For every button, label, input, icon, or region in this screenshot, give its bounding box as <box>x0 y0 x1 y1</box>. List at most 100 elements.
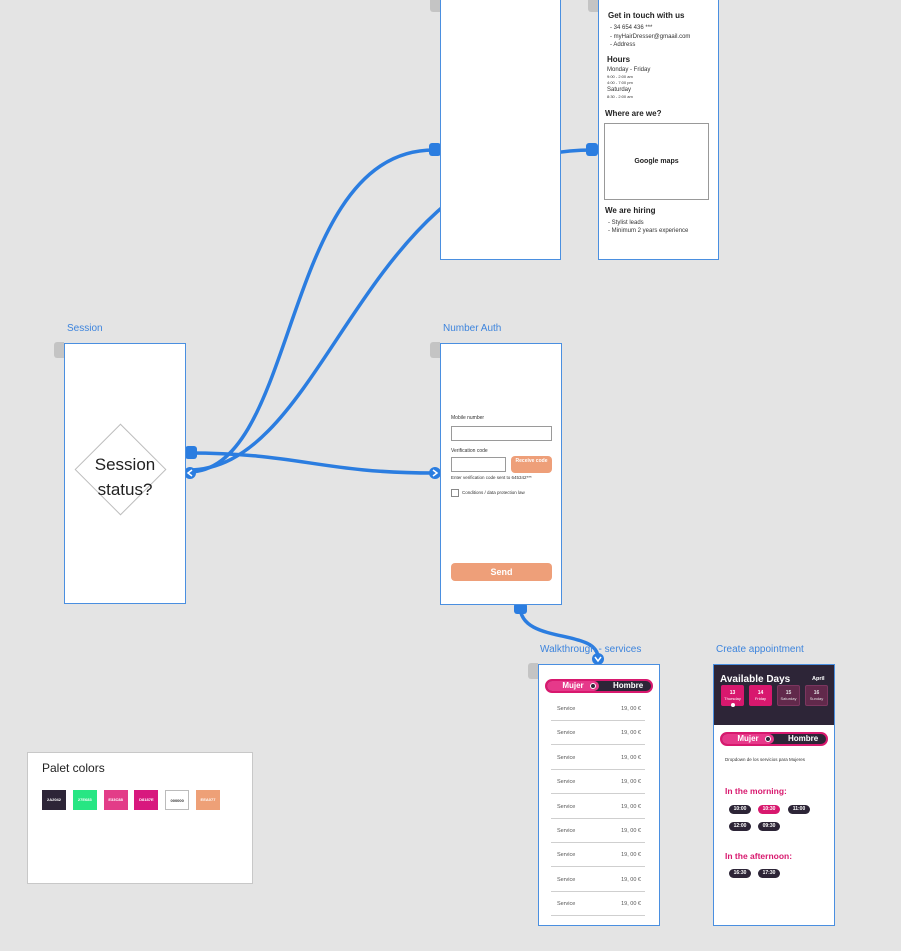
time-slot-chip[interactable]: 10:00 <box>729 805 751 814</box>
board-top-partial[interactable] <box>440 0 561 260</box>
service-name: Service <box>557 901 576 908</box>
service-row[interactable]: Service 19, 00 € <box>551 769 645 795</box>
toggle-on-label: Mujer <box>737 734 759 743</box>
board-tab <box>588 0 598 12</box>
day-number: 14 <box>757 690 764 696</box>
color-swatch[interactable]: 27E683 <box>72 790 97 810</box>
hiring-title: We are hiring <box>605 206 656 215</box>
verification-label: Verification code <box>451 448 488 454</box>
service-price: 19, 00 € <box>621 779 641 786</box>
contact-phone: - 34 654 436 *** <box>610 25 653 31</box>
toggle-on-label: Mujer <box>562 681 584 690</box>
conditions-label: Conditions / data protection law <box>462 490 525 495</box>
wire-session-to-number-auth <box>187 451 435 475</box>
color-swatch[interactable]: D8187E <box>134 790 159 810</box>
wire-handle <box>429 143 441 156</box>
service-name: Service <box>557 876 576 883</box>
service-row[interactable]: Service 19, 00 € <box>551 794 645 819</box>
service-price: 19, 00 € <box>621 706 641 712</box>
decision-label: Session status? <box>94 455 156 499</box>
verification-code-input[interactable] <box>451 457 506 472</box>
board-tab <box>528 663 538 679</box>
service-row[interactable]: Service 19, 00 € <box>551 842 645 868</box>
board-tab <box>54 342 64 358</box>
service-price: 19, 00 € <box>621 852 641 859</box>
time-slot-chip[interactable]: 11:00 <box>788 805 810 814</box>
toggle-option-hombre[interactable]: Hombre <box>613 681 643 691</box>
gender-toggle[interactable]: Mujer Hombre <box>720 732 828 746</box>
toggle-option-mujer[interactable]: Mujer <box>547 681 599 691</box>
mobile-label: Mobile number <box>451 415 485 421</box>
toggle-option-hombre[interactable]: Hombre <box>788 734 818 744</box>
month-label: April <box>812 676 825 682</box>
time-slot-chip[interactable]: 09:30 <box>758 822 780 831</box>
day-name: Saturday <box>780 696 797 701</box>
board-walkthrough[interactable]: Mujer Hombre Service 19, 00 € Service 19, 0… <box>538 664 660 926</box>
service-name: Service <box>557 852 576 859</box>
board-label-walkthrough: Walkthrough - services <box>540 644 642 655</box>
board-contact[interactable]: Get in touch with us - 34 654 436 *** - … <box>598 0 719 260</box>
color-swatch[interactable]: 000000 <box>165 790 190 810</box>
conditions-checkbox[interactable] <box>451 489 459 497</box>
service-price: 19, 00 € <box>621 901 641 908</box>
hiring-item: - Minimum 2 years experience <box>608 228 689 234</box>
board-tab <box>430 342 440 358</box>
palette-panel[interactable]: Palet colors <box>27 752 253 884</box>
wire-handle <box>514 603 527 614</box>
board-tab <box>430 0 440 12</box>
hours-weekday-morning: 9:00 - 2:00 am <box>607 74 633 79</box>
where-title: Where are we? <box>605 109 662 118</box>
hours-saturday: Saturday <box>607 87 632 93</box>
toggle-off-label: Hombre <box>788 734 819 743</box>
board-session[interactable]: Session status? <box>64 343 186 604</box>
service-name: Service <box>557 803 576 810</box>
contact-title: Get in touch with us <box>608 11 685 20</box>
contact-address: - Address <box>610 42 636 48</box>
send-button[interactable]: Send <box>451 563 552 581</box>
receive-code-button[interactable]: Receive code <box>511 456 552 473</box>
map-placeholder[interactable]: Google maps <box>604 123 709 200</box>
time-slot-chip[interactable]: 10:30 <box>758 805 780 814</box>
service-row[interactable]: Service 19, 00 € <box>551 891 645 917</box>
service-name: Service <box>557 779 576 786</box>
toggle-knob <box>590 683 596 689</box>
send-label: Send <box>490 567 513 577</box>
services-dropdown[interactable]: Dropdown de los servicios para Mujeres <box>725 757 806 762</box>
color-swatch[interactable]: 2A2042 <box>42 790 66 810</box>
day-name: Friday <box>754 696 767 701</box>
palette-title: Palet colors <box>42 761 105 775</box>
service-price: 19, 00 € <box>621 730 641 737</box>
mobile-number-input[interactable] <box>451 426 552 441</box>
service-price: 19, 00 € <box>621 803 641 810</box>
board-label-session: Session <box>67 323 103 334</box>
time-slot-chip[interactable]: 12:00 <box>729 822 751 831</box>
time-slot-chip[interactable]: 16:30 <box>729 869 751 878</box>
gender-toggle[interactable]: Mujer Hombre <box>545 679 653 693</box>
toggle-knob <box>765 736 771 742</box>
board-label-appointment: Create appointment <box>716 644 804 655</box>
toggle-option-mujer[interactable]: Mujer <box>722 734 774 744</box>
board-label-number-auth: Number Auth <box>443 323 502 334</box>
wire-handle <box>185 446 197 459</box>
color-swatch[interactable]: EEA077 <box>196 790 220 810</box>
color-swatch[interactable]: E33C88 <box>103 790 128 810</box>
time-slot-chip[interactable]: 17:30 <box>758 869 780 878</box>
hours-weekday-afternoon: 4:00 - 7:00 pm <box>607 80 633 85</box>
arrow-handle <box>429 467 441 479</box>
verification-hint: Enter verification code sent to 645342**… <box>451 475 532 480</box>
service-name: Service <box>557 754 576 761</box>
hiring-item: - Stylist leads <box>608 220 644 226</box>
service-price: 19, 00 € <box>621 828 641 834</box>
board-number-auth[interactable]: Mobile number Verification code Receive … <box>440 343 562 605</box>
wire-handle <box>586 143 598 156</box>
